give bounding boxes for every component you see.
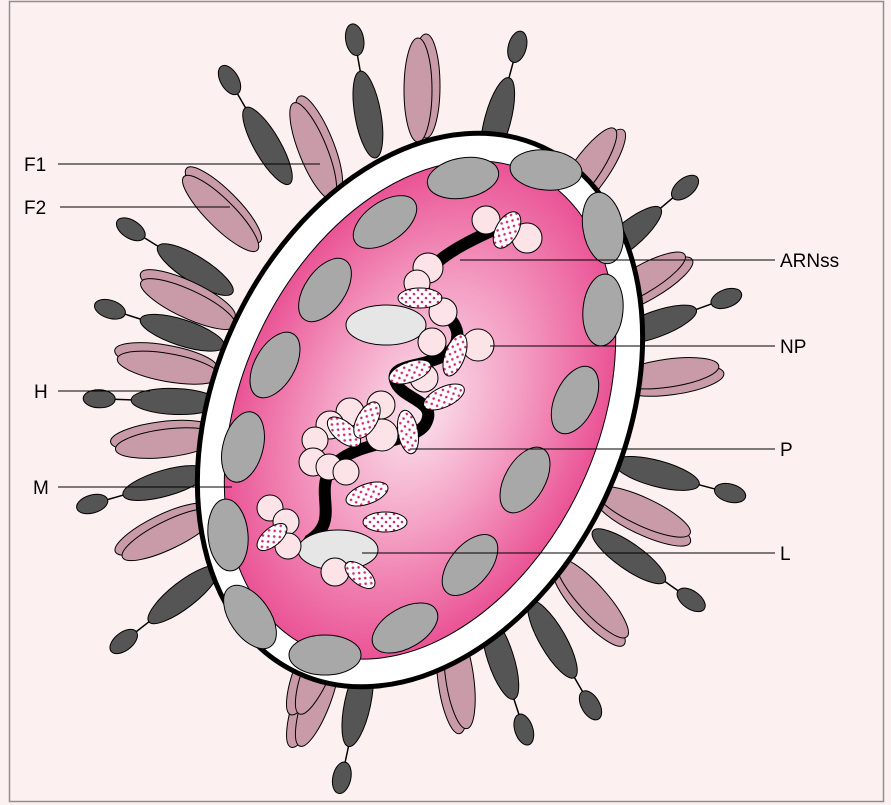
np-sphere xyxy=(321,558,349,586)
l-protein xyxy=(346,305,426,345)
p-protein xyxy=(398,288,442,308)
label-l: L xyxy=(780,544,791,565)
label-m: M xyxy=(33,478,49,499)
p-protein xyxy=(363,512,407,532)
h-protein xyxy=(404,34,440,142)
m-protein xyxy=(289,635,361,675)
np-sphere xyxy=(333,459,359,485)
label-f2: F2 xyxy=(24,198,46,219)
label-f1: F1 xyxy=(24,155,46,176)
label-p: P xyxy=(780,440,793,461)
np-sphere xyxy=(418,328,446,356)
label-np: NP xyxy=(780,337,806,358)
label-h: H xyxy=(34,382,48,403)
label-arnss: ARNss xyxy=(780,251,839,272)
